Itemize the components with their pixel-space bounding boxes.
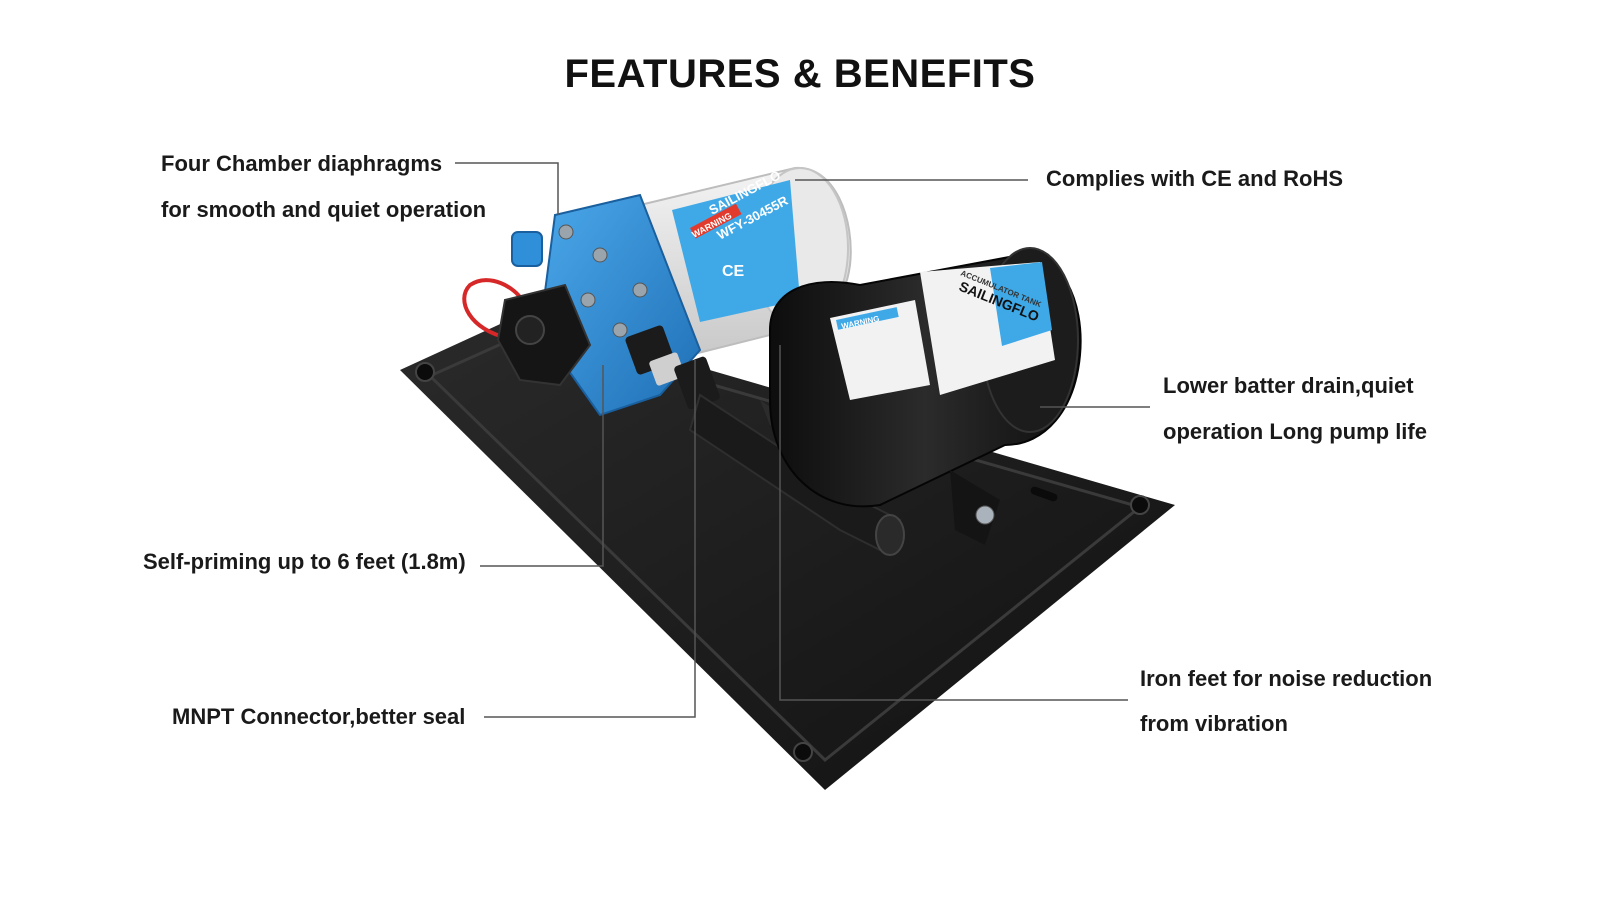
screw-icon <box>632 282 648 298</box>
callout-iron-feet-line1: Iron feet for noise reduction <box>1140 666 1433 691</box>
screw-icon <box>592 247 608 263</box>
screw-icon <box>558 224 574 240</box>
screw-icon <box>975 505 995 525</box>
callout-four-chamber-line2: for smooth and quiet operation <box>161 197 487 222</box>
screw-icon <box>612 322 628 338</box>
base-screw-icon <box>1130 495 1150 515</box>
leader-lines <box>455 162 1150 718</box>
callout-lower-batter-line1: Lower batter drain,quiet <box>1163 373 1414 398</box>
page-title: FEATURES & BENEFITS <box>564 52 1036 96</box>
base-screw-icon <box>415 362 435 382</box>
red-wire <box>462 278 524 340</box>
callout-self-priming: Self-priming up to 6 feet (1.8m) <box>143 549 466 574</box>
mnpt-connector <box>625 325 720 410</box>
mounting-base-plate <box>400 315 1175 790</box>
callout-lower-batter-line2: operation Long pump life <box>1163 419 1427 444</box>
accumulator-tank: ACCUMULATOR TANK SAILINGFLO WARNING <box>769 247 1082 545</box>
leader-self-priming <box>480 365 604 567</box>
callout-complies: Complies with CE and RoHS <box>1046 166 1344 191</box>
screw-icon <box>580 292 596 308</box>
callout-four-chamber-line1: Four Chamber diaphragms <box>161 151 443 176</box>
ce-mark-icon: CE <box>722 263 745 280</box>
leader-mnpt <box>484 360 696 718</box>
leader-four-chamber <box>455 162 559 215</box>
callout-mnpt: MNPT Connector,better seal <box>172 704 466 729</box>
leader-iron-feet <box>779 345 1128 701</box>
pump-motor: SAILINGFLO WFY-30455R WARNING CE <box>638 166 852 357</box>
callout-iron-feet-line2: from vibration <box>1140 711 1288 736</box>
base-screw-icon <box>793 742 813 762</box>
pressure-switch <box>496 283 592 387</box>
